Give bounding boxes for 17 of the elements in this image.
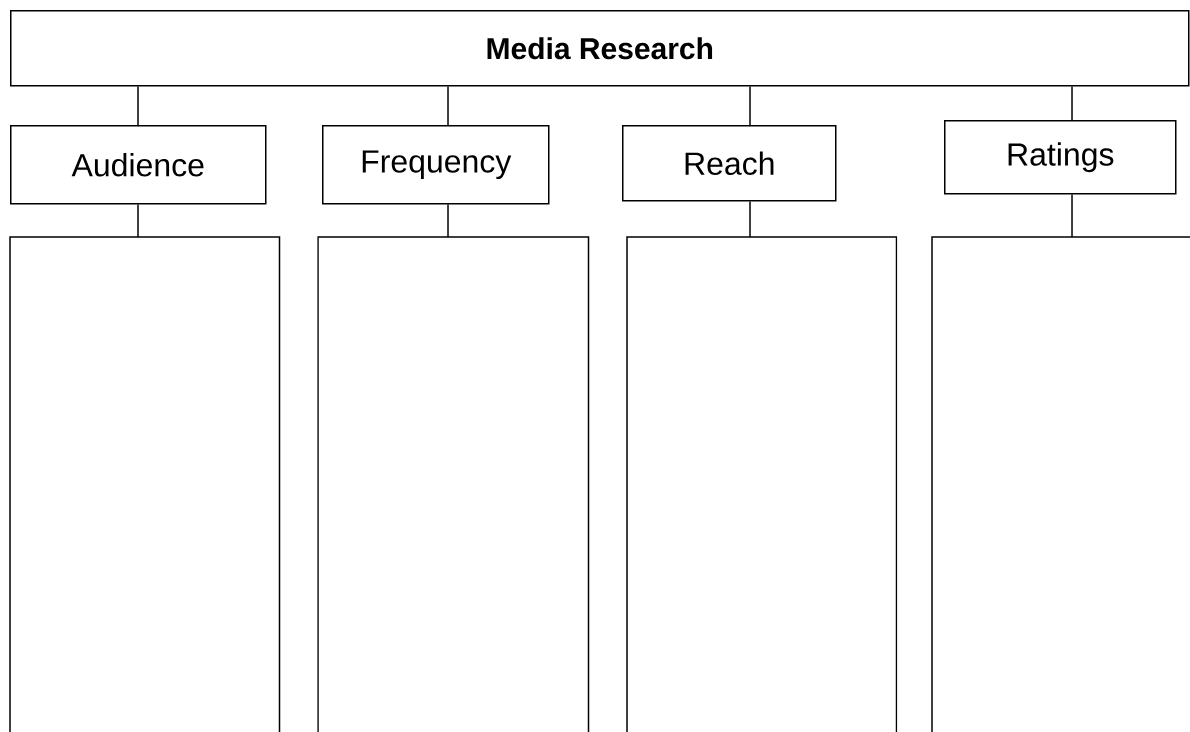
connector-line <box>137 203 139 238</box>
category-box: Frequency <box>322 125 550 205</box>
connector-line <box>749 85 751 126</box>
empty-column-box <box>9 236 281 732</box>
connector-line <box>137 85 139 126</box>
connector-line <box>1071 85 1073 121</box>
empty-column-box <box>317 236 590 732</box>
category-box: Reach <box>622 125 837 202</box>
category-box: Ratings <box>944 120 1177 195</box>
connector-line <box>447 203 449 238</box>
connector-line <box>1071 193 1073 238</box>
connector-line <box>447 85 449 126</box>
title-box: Media Research <box>10 10 1190 87</box>
empty-column-box <box>931 236 1190 732</box>
category-box: Audience <box>10 125 267 205</box>
connector-line <box>749 200 751 238</box>
empty-column-box <box>626 236 898 732</box>
